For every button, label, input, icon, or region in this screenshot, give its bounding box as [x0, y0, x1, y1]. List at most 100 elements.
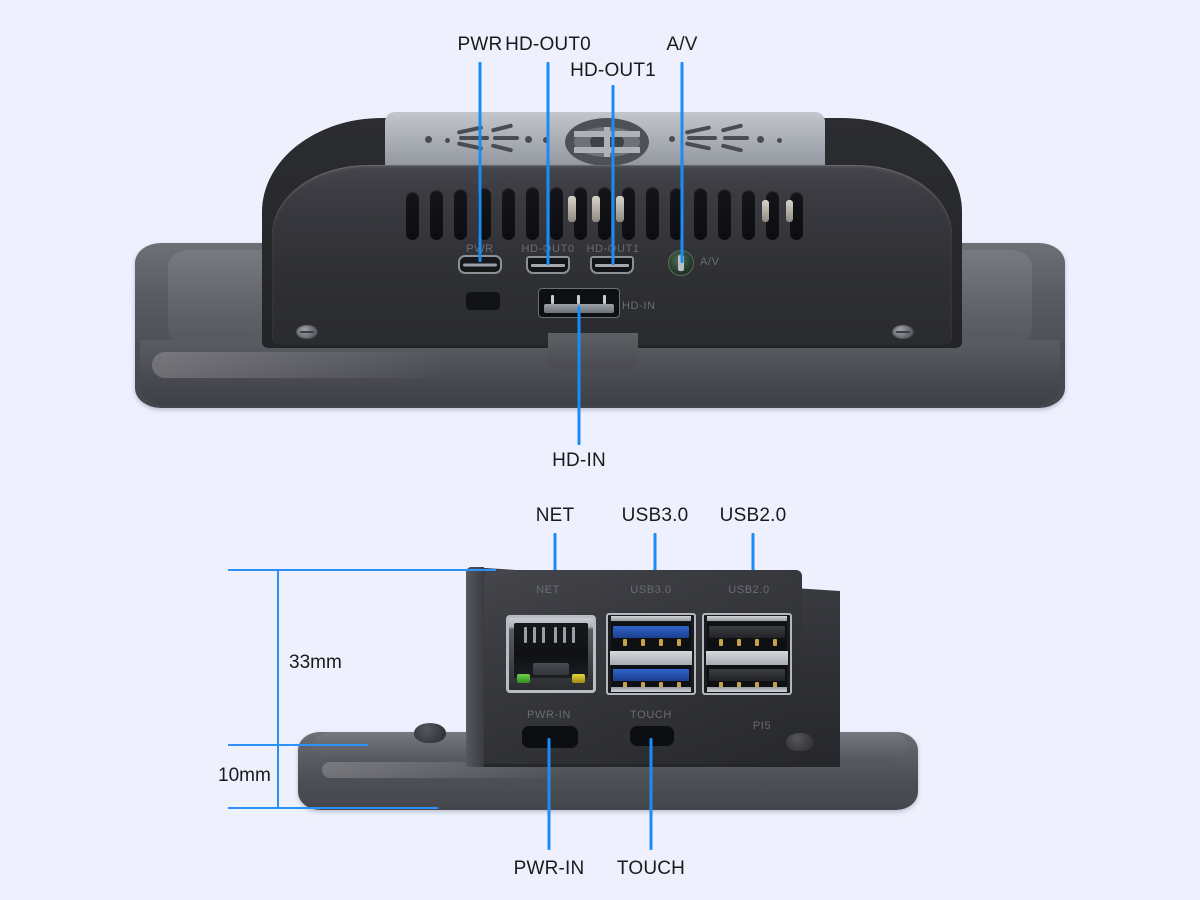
usb-shield — [707, 687, 787, 692]
bottom-device-illustration: NET USB3.0 USB2.0 NET USB3.0 USB2.0 PWR-… — [0, 470, 1200, 900]
usb-contact — [623, 639, 627, 646]
callout-label-pwr: PWR — [457, 34, 503, 55]
usb-contact — [755, 682, 759, 689]
callout-label-usb30: USB3.0 — [621, 505, 689, 526]
body-vent-slot — [622, 187, 635, 240]
vent-slot — [493, 136, 519, 140]
body-vent-slot — [526, 187, 539, 240]
usb-divider — [706, 651, 788, 665]
vent-slot — [684, 125, 712, 135]
net-led-amber — [572, 674, 585, 683]
vent-slot — [720, 123, 744, 133]
rj45-pin — [563, 627, 566, 643]
port-usb20-stack[interactable] — [702, 613, 792, 695]
port-usb30-stack[interactable] — [606, 613, 696, 695]
usb-contact — [737, 639, 741, 646]
base-screw-left — [296, 325, 318, 339]
rj45-pin — [542, 627, 545, 643]
body-vent-slot — [694, 188, 707, 240]
usb20-insert — [709, 626, 785, 638]
base-screw-right — [892, 325, 914, 339]
body-vent-reflection — [568, 196, 576, 222]
rj45-cavity — [514, 623, 588, 678]
body-vent-slot — [550, 187, 563, 240]
callout-label-pwr-in: PWR-IN — [513, 858, 585, 879]
hdmi-pin — [577, 295, 580, 305]
body-vent-slot — [574, 187, 587, 240]
dimension-line-mid — [228, 744, 368, 746]
vent-dot — [669, 136, 675, 142]
usb-divider — [610, 651, 692, 665]
vent-dot — [777, 138, 782, 143]
silkscreen-av: A/V — [700, 256, 720, 268]
silkscreen-model-pi5: PI5 — [752, 720, 772, 732]
vent-slot — [687, 136, 717, 140]
usb-contact — [737, 682, 741, 689]
vent-slot — [490, 143, 514, 153]
bottom-device-left-edge — [466, 567, 484, 767]
usb-contact — [677, 639, 681, 646]
callout-label-touch: TOUCH — [616, 858, 686, 879]
port-net-rj45[interactable] — [506, 615, 596, 693]
body-vent-reflection — [786, 200, 793, 222]
rj45-pin — [572, 627, 575, 643]
usb-contact — [677, 682, 681, 689]
vent-dot — [445, 138, 450, 143]
usb-contact — [773, 682, 777, 689]
callout-label-usb20: USB2.0 — [719, 505, 787, 526]
net-led-green — [517, 674, 530, 683]
callout-label-net: NET — [535, 505, 575, 526]
silkscreen-hd-in: HD-IN — [622, 300, 656, 312]
slot-microsd[interactable] — [466, 292, 500, 310]
usb-contact — [641, 639, 645, 646]
usb-contact — [719, 639, 723, 646]
rj45-pin — [554, 627, 557, 643]
vent-dot — [425, 136, 432, 143]
usb30-insert — [613, 669, 689, 681]
leader-hd-out1 — [611, 85, 615, 265]
rj45-pin — [533, 627, 536, 643]
usb30-port-upper[interactable] — [611, 622, 691, 652]
body-vent-slot — [718, 189, 731, 240]
dimension-label-10mm: 10mm — [218, 765, 271, 786]
usb-contact — [659, 682, 663, 689]
body-vent-slot — [646, 187, 659, 240]
usb-shield — [611, 687, 691, 692]
usb-contact — [659, 639, 663, 646]
dimension-line-top — [228, 569, 496, 571]
body-vent-slot — [430, 190, 443, 240]
leader-touch — [649, 738, 653, 850]
hdmi-pin — [603, 295, 606, 305]
vent-dot — [543, 137, 549, 143]
leader-pwr — [478, 62, 482, 262]
usb-contact — [773, 639, 777, 646]
leader-hd-in — [577, 306, 581, 445]
body-vent-slot — [502, 188, 515, 240]
port-pwr-in[interactable] — [522, 726, 578, 748]
rj45-pin — [524, 627, 527, 643]
vent-slot — [490, 123, 514, 133]
rj45-clip — [533, 663, 569, 675]
hdmi-pin — [551, 295, 554, 305]
silkscreen-net: NET — [536, 584, 560, 596]
body-vent-reflection — [616, 196, 624, 222]
dimension-extension-line — [277, 569, 279, 808]
body-vent-slot — [742, 190, 755, 240]
vent-dot — [757, 136, 764, 143]
top-device-illustration: PWR HD-OUT0 HD-OUT1 A/V HD-IN PWR HD-OUT… — [0, 0, 1200, 471]
callout-label-hd-out0: HD-OUT0 — [505, 34, 591, 55]
body-vent-slot — [670, 188, 683, 240]
callout-label-av: A/V — [666, 34, 698, 55]
body-vent-reflection — [762, 200, 769, 222]
vent-slot — [459, 136, 489, 140]
silkscreen-touch: TOUCH — [630, 709, 672, 721]
usb30-insert — [613, 626, 689, 638]
port-touch[interactable] — [630, 726, 674, 746]
usb20-insert — [709, 669, 785, 681]
usb-contact — [623, 682, 627, 689]
body-vent-reflection — [592, 196, 600, 222]
usb20-port-upper[interactable] — [707, 622, 787, 652]
body-vent-slot — [598, 187, 611, 240]
leader-av — [680, 62, 684, 263]
silkscreen-pwr-in: PWR-IN — [527, 709, 571, 721]
